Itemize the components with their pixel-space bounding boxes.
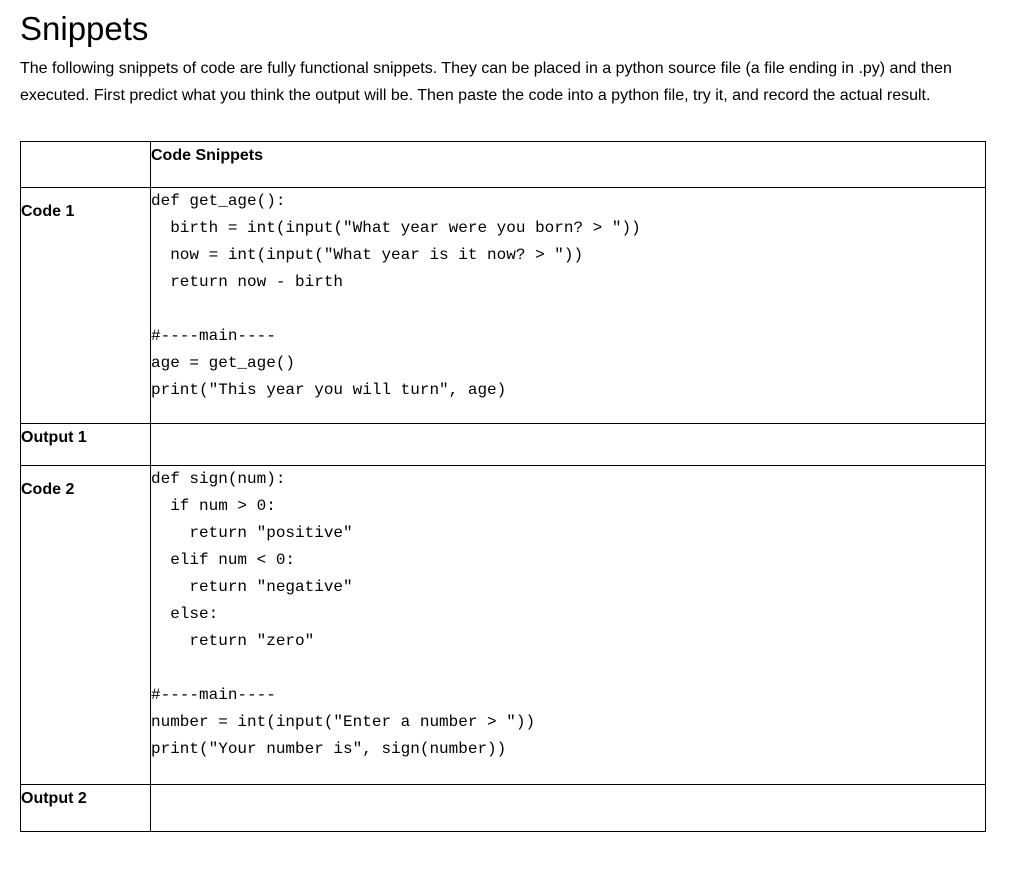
code-1-cell: def get_age(): birth = int(input("What y… — [150, 187, 986, 424]
output-2-label: Output 2 — [20, 784, 151, 832]
code-1-label: Code 1 — [20, 187, 151, 424]
header-code-snippets-label: Code Snippets — [150, 141, 986, 188]
table-row-output-2: Output 2 — [20, 784, 986, 832]
table-row-code-2: Code 2 def sign(num): if num > 0: return… — [20, 465, 986, 785]
code-1-block: def get_age(): birth = int(input("What y… — [151, 192, 641, 399]
code-2-cell: def sign(num): if num > 0: return "posit… — [150, 465, 986, 785]
table-header-row: Code Snippets — [20, 141, 986, 188]
header-blank-cell — [20, 141, 151, 188]
output-1-label: Output 1 — [20, 423, 151, 466]
output-1-field[interactable] — [150, 423, 986, 466]
output-2-field[interactable] — [150, 784, 986, 832]
table-row-output-1: Output 1 — [20, 423, 986, 466]
table-row-code-1: Code 1 def get_age(): birth = int(input(… — [20, 187, 986, 424]
intro-paragraph: The following snippets of code are fully… — [20, 60, 952, 104]
page-title: Snippets — [20, 10, 149, 47]
code-2-block: def sign(num): if num > 0: return "posit… — [151, 470, 536, 758]
code-2-label: Code 2 — [20, 465, 151, 785]
snippets-table: Code Snippets Code 1 def get_age(): birt… — [20, 141, 986, 832]
